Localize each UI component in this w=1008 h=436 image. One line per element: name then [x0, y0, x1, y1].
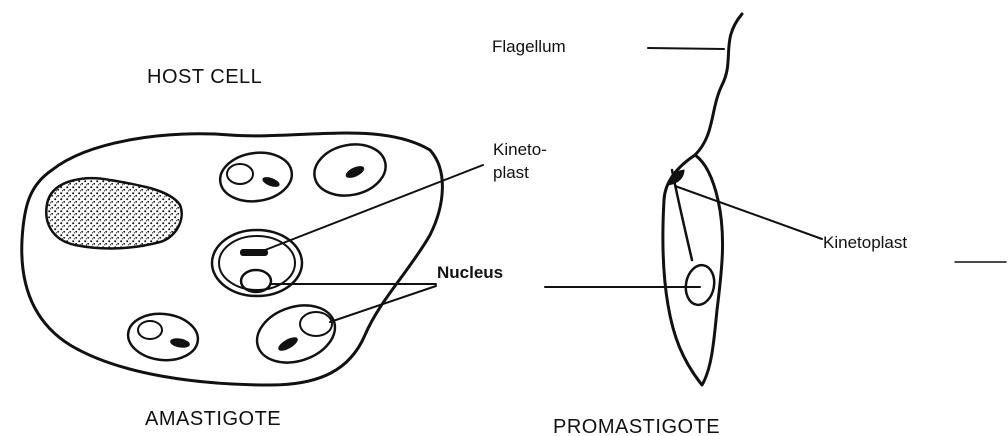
label-promastigote: PROMASTIGOTE	[553, 416, 720, 436]
nucleus-pointer-2	[330, 286, 436, 322]
kinetoplast-right-pointer	[675, 186, 822, 239]
host-cell-membrane	[22, 133, 443, 385]
promastigote-flagellum	[695, 14, 742, 155]
amastigote-top-left	[217, 148, 295, 206]
promastigote-nucleus	[683, 263, 718, 307]
label-flagellum: Flagellum	[492, 37, 566, 56]
label-amastigote: AMASTIGOTE	[145, 408, 281, 430]
amastigote-nucleus	[241, 270, 271, 292]
kinetoplast-left-pointer	[260, 165, 483, 252]
label-kinetoplast-left-2: plast	[493, 163, 529, 182]
flagellum-pointer	[648, 48, 724, 49]
amastigote-bottom-left	[126, 310, 200, 363]
label-host-cell: HOST CELL	[147, 66, 262, 88]
promastigote	[663, 14, 742, 385]
host-cell	[22, 133, 443, 385]
host-cell-nucleus	[46, 178, 181, 248]
label-kinetoplast-right: Kinetoplast	[823, 233, 907, 252]
label-nucleus: Nucleus	[437, 263, 503, 282]
amastigote-bottom-right	[250, 296, 343, 372]
amastigote-top-right	[310, 138, 391, 202]
label-kinetoplast-left-1: Kineto-	[493, 140, 547, 159]
